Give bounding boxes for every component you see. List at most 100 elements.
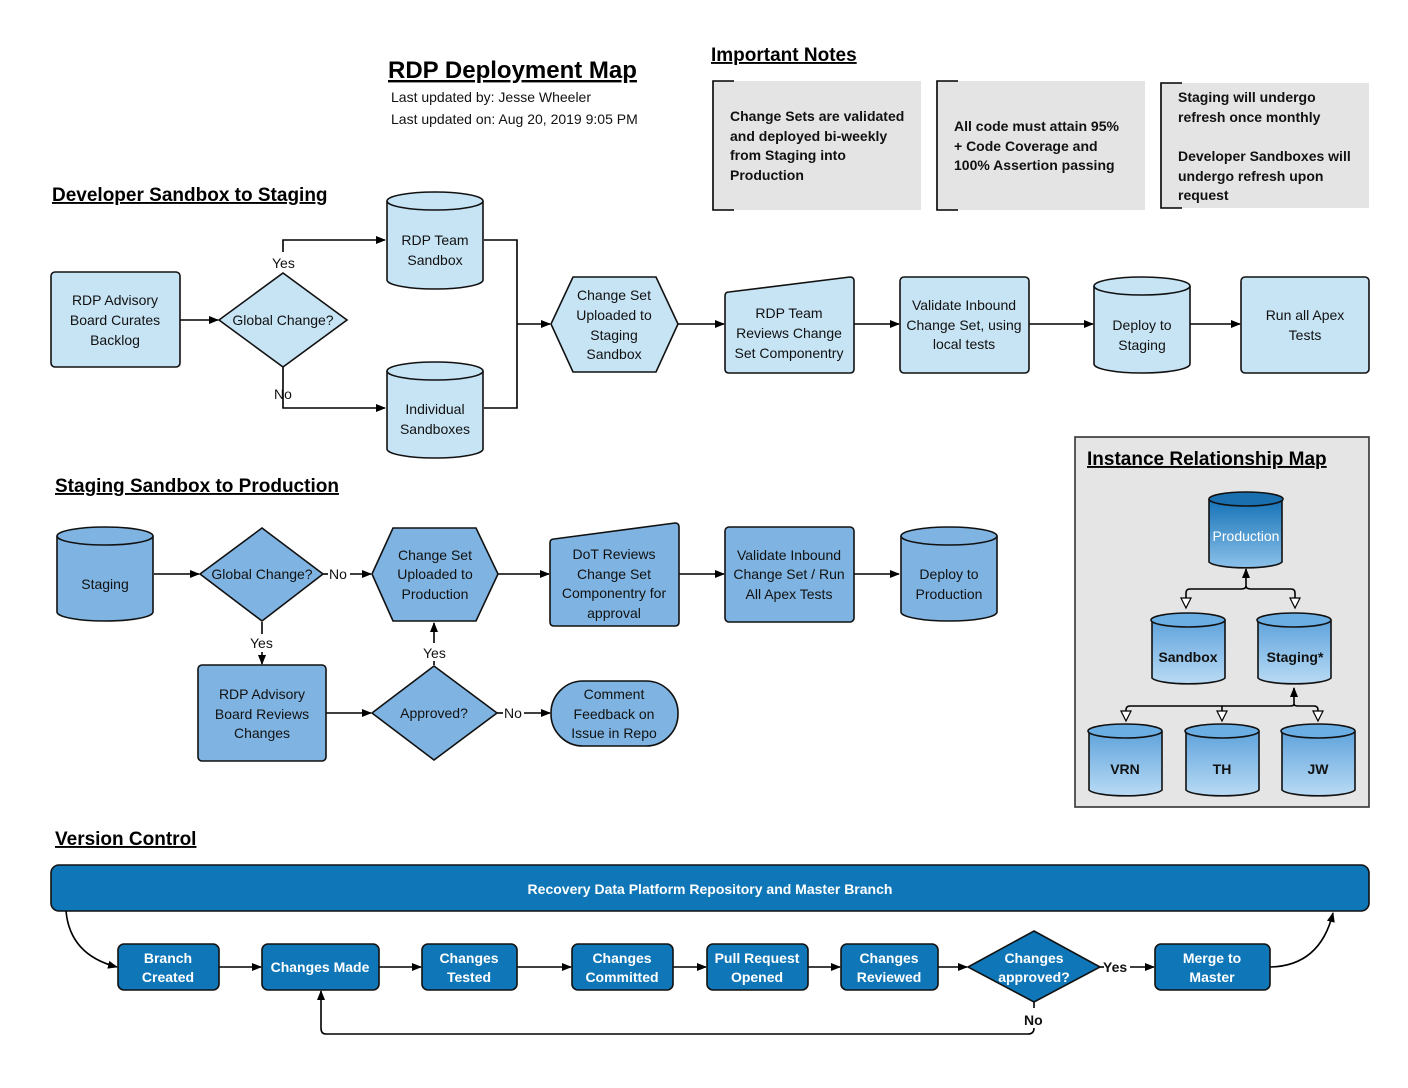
svg-text:Sandboxes: Sandboxes [400,421,470,437]
prod-connectors [154,570,900,717]
last-updated-on: Last updated on: Aug 20, 2019 9:05 PM [391,111,638,127]
svg-text:Change Sets are validated: Change Sets are validated [730,108,904,124]
decision-global-change-prod[interactable]: Global Change? [198,527,325,623]
svg-text:VRN: VRN [1110,761,1140,777]
svg-text:Run all Apex: Run all Apex [1266,307,1345,323]
dev-yes-label: Yes [272,255,295,271]
db-instance-sandbox[interactable]: Sandbox [1150,612,1226,685]
vc-step-branch-created[interactable]: Branch Created [117,943,220,991]
svg-text:Changes: Changes [592,950,651,966]
db-deploy-to-staging[interactable]: Deploy to Staging [1093,276,1191,374]
svg-text:Sandbox: Sandbox [1158,649,1217,665]
svg-text:request: request [1178,187,1229,203]
vc-step-merge-to-master[interactable]: Merge to Master [1154,943,1271,991]
svg-text:Feedback on: Feedback on [574,706,655,722]
svg-text:Changes: Changes [439,950,498,966]
decision-approved[interactable]: Approved? [370,664,499,762]
repo-bar[interactable]: Recovery Data Platform Repository and Ma… [50,864,1370,912]
svg-text:Branch: Branch [144,950,192,966]
node-dot-reviews[interactable]: DoT Reviews Change Set Componentry for a… [549,522,680,627]
decision-global-change-dev[interactable]: Global Change? [217,272,349,368]
svg-text:approval: approval [587,605,641,621]
node-comment-feedback[interactable]: Comment Feedback on Issue in Repo [550,680,679,747]
svg-text:Master: Master [1189,969,1235,985]
svg-text:Staging: Staging [590,327,637,343]
vc-step-changes-tested[interactable]: Changes Tested [421,943,518,991]
node-curate-backlog[interactable]: RDP Advisory Board Curates Backlog [50,271,181,368]
db-instance-jw[interactable]: JW [1280,723,1356,797]
svg-text:DoT Reviews: DoT Reviews [573,546,656,562]
vc-decision-changes-approved[interactable]: Changes approved? [966,930,1102,1003]
svg-text:Change Set: Change Set [398,547,472,563]
svg-text:Recovery Data Platform Reposit: Recovery Data Platform Repository and Ma… [528,881,893,897]
vc-step-pull-request-opened[interactable]: Pull Request Opened [706,943,809,991]
db-individual-sandboxes[interactable]: Individual Sandboxes [386,361,484,459]
svg-text:JW: JW [1308,761,1330,777]
svg-text:Production: Production [730,167,804,183]
svg-text:All Apex Tests: All Apex Tests [746,586,833,602]
node-change-set-uploaded-staging[interactable]: Change Set Uploaded to Staging Sandbox [550,276,679,373]
svg-text:from Staging into: from Staging into [730,147,846,163]
svg-text:Committed: Committed [585,969,658,985]
staging-to-prod-heading: Staging Sandbox to Production [55,476,339,497]
svg-text:Global Change?: Global Change? [211,566,312,582]
prod-yes-label-2: Yes [423,645,446,661]
svg-text:Sandbox: Sandbox [407,252,462,268]
dev-no-label: No [274,386,292,402]
node-validate-run-apex[interactable]: Validate Inbound Change Set / Run All Ap… [724,526,855,623]
svg-text:Sandbox: Sandbox [586,346,641,362]
svg-text:Comment: Comment [584,686,645,702]
svg-text:Board Curates: Board Curates [70,312,160,328]
svg-text:Uploaded to: Uploaded to [576,307,652,323]
dev-connectors [180,236,1241,412]
prod-no-label-2: No [504,705,522,721]
db-deploy-to-production[interactable]: Deploy to Production [900,526,998,622]
svg-text:undergo refresh upon: undergo refresh upon [1178,168,1323,184]
last-updated-by: Last updated by: Jesse Wheeler [391,89,591,105]
vc-connectors [65,910,1335,1035]
node-rdp-team-reviews[interactable]: RDP Team Reviews Change Set Componentry [724,276,855,374]
db-instance-th[interactable]: TH [1184,723,1260,797]
svg-text:Individual: Individual [405,401,464,417]
svg-text:Tests: Tests [1289,327,1322,343]
svg-text:Componentry for: Componentry for [562,585,667,601]
note-3: Staging will undergo refresh once monthl… [1160,82,1369,209]
svg-text:Tested: Tested [447,969,491,985]
node-change-set-uploaded-prod[interactable]: Change Set Uploaded to Production [371,527,499,622]
vc-step-changes-reviewed[interactable]: Changes Reviewed [840,943,939,991]
note-2: All code must attain 95% + Code Coverage… [936,80,1145,211]
svg-text:Validate Inbound: Validate Inbound [912,297,1016,313]
node-board-reviews[interactable]: RDP Advisory Board Reviews Changes [197,664,327,762]
svg-text:and deployed bi-weekly: and deployed bi-weekly [730,128,887,144]
svg-text:Created: Created [142,969,194,985]
svg-text:Board Reviews: Board Reviews [215,706,309,722]
page-title: RDP Deployment Map [388,57,637,84]
svg-text:TH: TH [1213,761,1232,777]
svg-text:Changes: Changes [1004,950,1063,966]
vc-step-changes-made[interactable]: Changes Made [261,943,380,991]
svg-text:Staging will undergo: Staging will undergo [1178,89,1316,105]
svg-text:All code must attain 95%: All code must attain 95% [954,118,1119,134]
svg-text:Reviewed: Reviewed [857,969,922,985]
vc-no-label: No [1024,1012,1043,1028]
node-validate-inbound-local[interactable]: Validate Inbound Change Set, using local… [899,276,1030,374]
db-instance-production[interactable]: Production [1208,491,1284,569]
notes-heading: Important Notes [711,45,857,66]
svg-text:Changes: Changes [234,725,290,741]
db-staging[interactable]: Staging [56,526,154,622]
db-instance-vrn[interactable]: VRN [1087,723,1163,797]
svg-text:Deploy to: Deploy to [919,566,978,582]
svg-text:Merge to: Merge to [1183,950,1241,966]
prod-no-label-1: No [329,566,347,582]
db-rdp-team-sandbox[interactable]: RDP Team Sandbox [386,191,484,290]
svg-text:RDP Team: RDP Team [401,232,468,248]
svg-text:Change Set: Change Set [577,287,651,303]
svg-text:Pull Request: Pull Request [715,950,800,966]
node-run-apex-tests[interactable]: Run all Apex Tests [1240,276,1370,374]
svg-text:Staging*: Staging* [1267,649,1324,665]
svg-text:refresh once monthly: refresh once monthly [1178,109,1321,125]
svg-text:Change Set / Run: Change Set / Run [733,566,844,582]
db-instance-staging[interactable]: Staging* [1256,612,1332,685]
vc-step-changes-committed[interactable]: Changes Committed [571,943,674,991]
